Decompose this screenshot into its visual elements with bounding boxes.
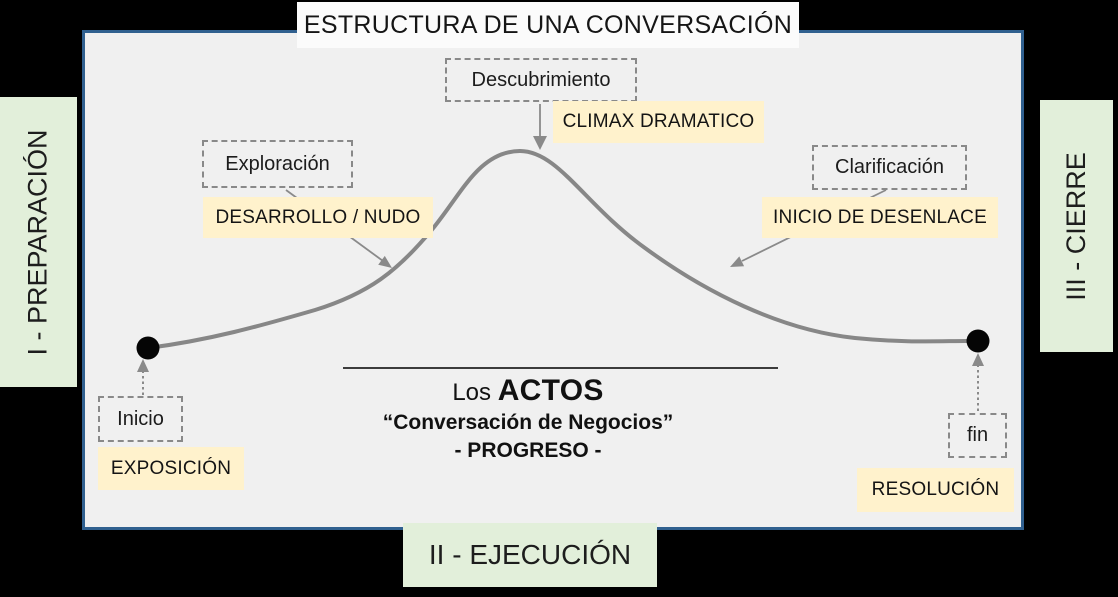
- end-dot: [966, 329, 990, 353]
- phase-label-preparacion: I - PREPARACIÓN: [0, 97, 77, 387]
- stage-box-clarificacion: Clarificación: [812, 145, 967, 190]
- stage-box-exploracion: Exploración: [202, 140, 353, 188]
- stage-box-descubrimiento: Descubrimiento: [445, 58, 637, 102]
- arrow-descubrimiento: [533, 104, 547, 150]
- caption-los-actos: Los ACTOS: [343, 374, 713, 408]
- tag-inicio-de-desenlace: INICIO DE DESENLACE: [762, 197, 998, 238]
- stage-box-inicio: Inicio: [98, 396, 183, 442]
- phase-label-preparacion-text: I - PREPARACIÓN: [23, 128, 54, 356]
- diagram-title: ESTRUCTURA DE UNA CONVERSACIÓN: [297, 2, 799, 48]
- phase-label-cierre-text: III - CIERRE: [1061, 151, 1092, 301]
- stage-box-fin: fin: [948, 413, 1007, 458]
- caption-progreso: - PROGRESO -: [454, 439, 602, 462]
- arrow-fin: [972, 353, 984, 411]
- tag-resolucion: RESOLUCIÓN: [857, 468, 1014, 512]
- center-caption: Los ACTOS “Conversación de Negocios” - P…: [343, 374, 713, 463]
- tag-climax-dramatico: CLIMAX DRAMATICO: [553, 101, 764, 143]
- start-dot: [136, 336, 160, 360]
- arc-curve: [146, 148, 969, 350]
- caption-los: Los: [452, 379, 498, 406]
- phase-label-ejecucion: II - EJECUCIÓN: [403, 523, 657, 587]
- caption-actos: ACTOS: [497, 374, 604, 407]
- tag-exposicion: EXPOSICIÓN: [98, 447, 244, 490]
- arrow-inicio: [137, 359, 149, 395]
- tag-desarrollo-nudo: DESARROLLO / NUDO: [203, 197, 433, 238]
- caption-subtitle: “Conversación de Negocios”: [382, 411, 674, 434]
- phase-label-cierre: III - CIERRE: [1040, 100, 1113, 352]
